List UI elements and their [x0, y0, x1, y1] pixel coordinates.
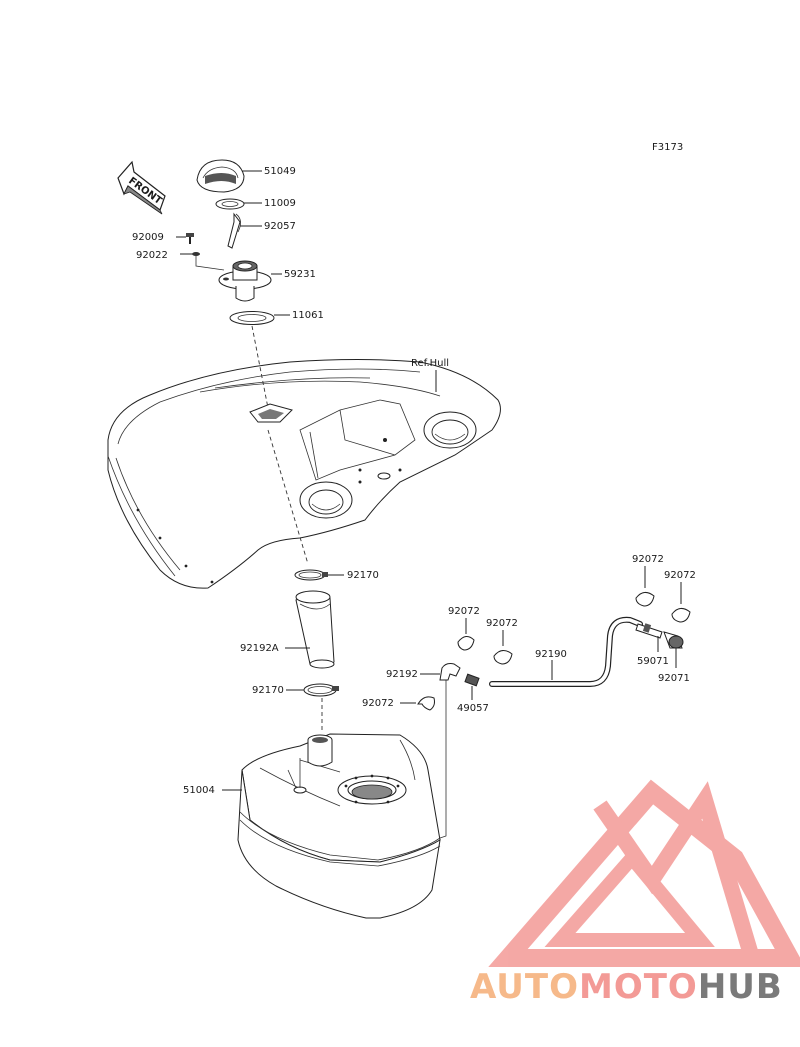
part-92072-clip-e	[400, 696, 435, 711]
label-11061: 11061	[292, 310, 324, 321]
label-92009: 92009	[132, 232, 164, 243]
part-92072-clip-b	[493, 630, 513, 665]
label-92192: 92192	[386, 669, 418, 680]
part-11061-gasket	[229, 311, 290, 325]
label-92072-c: 92072	[632, 554, 664, 565]
part-92190-vent-hose	[489, 616, 643, 687]
label-59231: 59231	[284, 269, 316, 280]
label-92022: 92022	[136, 250, 168, 261]
part-92057-strap	[227, 212, 262, 249]
label-51004: 51004	[183, 785, 215, 796]
watermark-m-stroke	[593, 781, 760, 961]
label-49057: 49057	[457, 703, 489, 714]
figure-code: F3173	[652, 142, 683, 153]
label-92072-d: 92072	[664, 570, 696, 581]
part-49057-check-valve	[464, 673, 480, 700]
assembly-line-mid	[267, 429, 309, 565]
label-92170-upper: 92170	[347, 570, 379, 581]
label-92072-e: 92072	[362, 698, 394, 709]
part-59231-filler-neck	[218, 260, 282, 302]
part-92170-clamp-lower	[286, 683, 339, 697]
part-92072-clip-c	[635, 566, 655, 607]
ref-hull-label: Ref.Hull	[411, 358, 449, 369]
part-51004-fuel-tank	[222, 680, 447, 919]
watermark-triangle-outer	[488, 779, 800, 967]
part-92072-clip-a	[457, 618, 475, 651]
label-11009: 11009	[264, 198, 296, 209]
watermark-auto: AUTO	[470, 967, 579, 1007]
label-51049: 51049	[264, 166, 296, 177]
part-92009-screw	[186, 233, 194, 244]
part-59071-fitting	[635, 623, 663, 652]
part-92192-elbow-hose	[420, 663, 461, 681]
label-92170-lower: 92170	[252, 685, 284, 696]
label-92192a: 92192A	[240, 643, 279, 654]
part-92170-clamp-upper	[294, 569, 344, 581]
watermark-logo	[488, 779, 800, 967]
watermark-triangle-inner	[544, 847, 715, 947]
part-92192a-hose	[285, 590, 335, 669]
label-92071: 92071	[658, 673, 690, 684]
watermark-hub: HUB	[698, 967, 783, 1007]
part-92022-washer	[192, 252, 200, 256]
part-51049-cap	[196, 159, 262, 193]
part-92072-clip-d	[671, 582, 691, 623]
watermark-moto: MOTO	[579, 967, 698, 1007]
label-92072-b: 92072	[486, 618, 518, 629]
part-92071-cap	[663, 631, 684, 668]
hull-deck	[107, 359, 501, 589]
label-92190: 92190	[535, 649, 567, 660]
label-59071: 59071	[637, 656, 669, 667]
label-92057: 92057	[264, 221, 296, 232]
label-92072-a: 92072	[448, 606, 480, 617]
front-arrow-icon: FRONT	[117, 160, 166, 215]
part-11009-oring	[215, 198, 262, 210]
watermark-word: AUTOMOTOHUB	[470, 967, 783, 1007]
